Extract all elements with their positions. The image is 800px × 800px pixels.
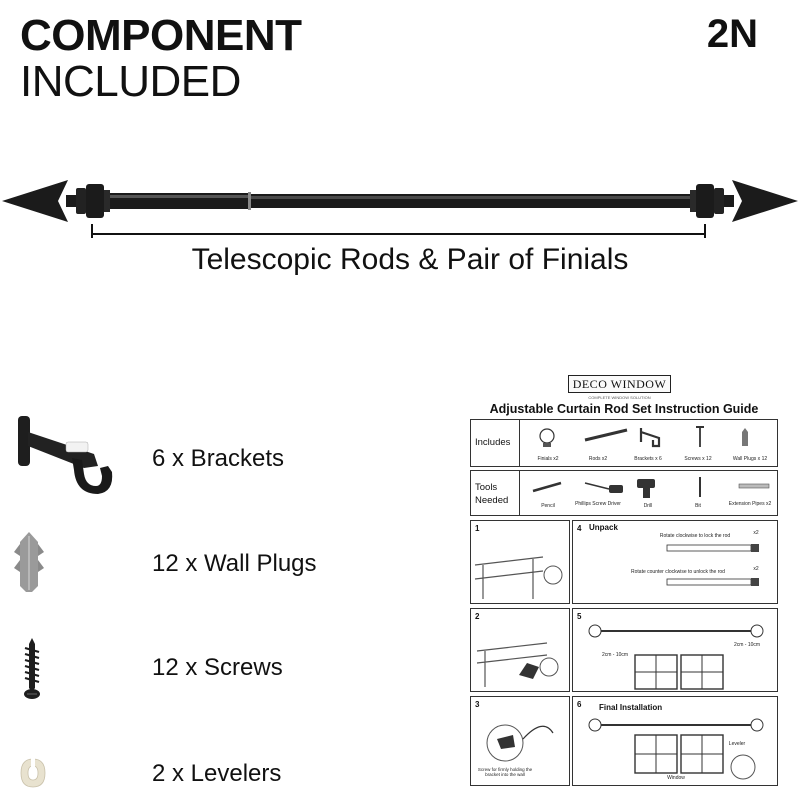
quantity-badge: 2N bbox=[706, 12, 758, 56]
extension-pipe-icon bbox=[738, 483, 770, 489]
tools-row: Tools Needed Pencil Phillips Screw Drive… bbox=[470, 470, 778, 516]
rod-icon bbox=[584, 428, 628, 442]
component-label-brackets: 6 x Brackets bbox=[152, 445, 285, 472]
step-1-panel: 1 bbox=[470, 520, 570, 604]
step-2-panel: 2 bbox=[470, 608, 570, 692]
step-3-panel: 3 Screw for firmly holding the bracket i… bbox=[470, 696, 570, 786]
step-4-panel: 4 Unpack Rotate clockwise to lock the ro… bbox=[572, 520, 778, 604]
brand-tagline: COMPLETE WINDOW SOLUTION bbox=[588, 395, 651, 400]
rod-outer-icon bbox=[110, 193, 250, 209]
tools-label: Tools bbox=[475, 482, 498, 493]
step-3-note: Screw for firmly holding the bracket int… bbox=[477, 767, 533, 777]
guide-title: Adjustable Curtain Rod Set Instruction G… bbox=[489, 402, 759, 416]
rod-window-diagram bbox=[588, 624, 764, 690]
tool-item: Extension Pipes x2 bbox=[728, 501, 772, 507]
includes-row: Includes Finials x2 Rods x2 Brackets x 6… bbox=[470, 419, 778, 467]
bracket-icon bbox=[18, 416, 113, 494]
step-6-title: Final Installation bbox=[599, 703, 663, 712]
step-number: 3 bbox=[475, 700, 480, 709]
tool-item: Bit bbox=[695, 503, 701, 509]
tool-item: Pencil bbox=[541, 503, 555, 509]
step-4-title: Unpack bbox=[589, 523, 618, 532]
step-6-window-label: Window bbox=[667, 775, 685, 781]
rod-rotation-icon bbox=[666, 544, 759, 586]
window-frame-icon bbox=[474, 556, 563, 599]
step-6-panel: 6 Final Installation Leveler Window bbox=[572, 696, 778, 786]
rod-joint-icon bbox=[248, 192, 251, 210]
screw-install-icon bbox=[486, 724, 554, 762]
step-number: 4 bbox=[577, 524, 582, 533]
step-6-leveler-label: Leveler bbox=[728, 741, 746, 747]
left-finial-icon bbox=[2, 180, 110, 222]
step-4-x2-a: x2 bbox=[753, 530, 759, 536]
step-number: 6 bbox=[577, 700, 582, 709]
tools-icons bbox=[532, 477, 770, 498]
drill-icon bbox=[637, 479, 655, 498]
right-finial-icon bbox=[690, 180, 798, 222]
include-item: Brackets x 6 bbox=[634, 456, 662, 462]
include-item: Screws x 12 bbox=[684, 456, 712, 462]
brand-logo: DECO WINDOW bbox=[568, 375, 671, 393]
include-item: Rods x2 bbox=[588, 456, 608, 462]
rod-caption: Telescopic Rods & Pair of Finials bbox=[191, 243, 629, 276]
page-subtitle: INCLUDED bbox=[20, 57, 241, 106]
include-item: Finials x2 bbox=[537, 456, 559, 462]
instruction-guide: DECO WINDOW COMPLETE WINDOW SOLUTION Adj… bbox=[460, 370, 788, 790]
step-number: 5 bbox=[577, 612, 582, 621]
component-label-levelers: 2 x Levelers bbox=[152, 760, 282, 787]
step-number: 1 bbox=[475, 524, 480, 533]
bracket-mount-icon bbox=[476, 642, 559, 687]
include-item: Wall Plugs x 12 bbox=[732, 456, 768, 462]
component-label-wall-plugs: 12 x Wall Plugs bbox=[152, 550, 317, 577]
step-5-panel: 5 2cm - 10cm 2cm - 10cm bbox=[572, 608, 778, 692]
screw-icon bbox=[24, 638, 40, 699]
page-title: COMPONENT bbox=[20, 11, 302, 60]
telescopic-rod-illustration bbox=[2, 180, 798, 238]
step-4-lock-text: Rotate clockwise to lock the rod bbox=[659, 533, 731, 539]
includes-icons bbox=[539, 426, 748, 448]
final-installation-diagram bbox=[588, 718, 764, 780]
tool-item: Phillips Screw Driver bbox=[575, 501, 621, 507]
screw-icon bbox=[696, 426, 704, 447]
wall-plug-icon bbox=[742, 428, 748, 446]
length-dimension-line bbox=[91, 224, 706, 238]
step-5-dim-right: 2cm - 10cm bbox=[733, 642, 761, 648]
rod-inner-icon bbox=[251, 194, 691, 208]
finial-icon bbox=[539, 428, 555, 447]
step-number: 2 bbox=[475, 612, 480, 621]
component-label-screws: 12 x Screws bbox=[152, 654, 283, 681]
bracket-icon bbox=[639, 428, 661, 448]
tools-label: Needed bbox=[475, 495, 509, 506]
pencil-icon bbox=[532, 481, 562, 493]
screwdriver-icon bbox=[584, 482, 623, 493]
step-4-unlock-text: Rotate counter clockwise to unlock the r… bbox=[631, 569, 725, 575]
step-5-dim-left: 2cm - 10cm bbox=[601, 652, 629, 658]
step-4-x2-b: x2 bbox=[753, 566, 759, 572]
wall-plug-icon bbox=[14, 532, 44, 592]
leveler-icon bbox=[20, 757, 46, 788]
includes-label: Includes bbox=[475, 437, 511, 448]
tool-item: Drill bbox=[643, 503, 653, 509]
